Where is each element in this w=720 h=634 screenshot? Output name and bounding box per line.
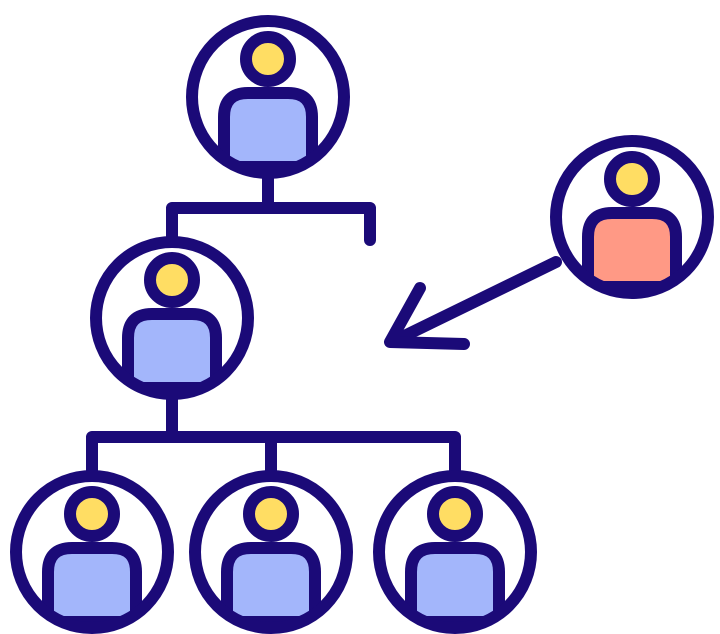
person-body <box>221 542 321 628</box>
avatar-ring <box>550 135 714 299</box>
person-body <box>582 207 682 293</box>
person-top-icon <box>186 15 350 179</box>
avatar-ring <box>10 470 174 634</box>
connector-bottom <box>86 392 461 478</box>
person-body <box>218 87 318 173</box>
person-head <box>240 31 296 87</box>
arrow-head-icon <box>384 282 470 350</box>
avatar-ring <box>189 470 353 634</box>
person-bottom-3-icon <box>373 470 537 634</box>
arrow-shaft <box>386 256 562 348</box>
avatar-ring <box>373 470 537 634</box>
person-bottom-1-icon <box>10 470 174 634</box>
avatar-ring <box>186 15 350 179</box>
avatar-ring <box>90 236 254 400</box>
person-head <box>243 486 299 542</box>
person-middle-icon <box>90 236 254 400</box>
person-new-member-icon <box>550 135 714 299</box>
person-head <box>144 252 200 308</box>
person-bottom-2-icon <box>189 470 353 634</box>
connector-lines <box>86 169 562 478</box>
person-head <box>64 486 120 542</box>
person-body <box>122 308 222 394</box>
connector-top <box>166 169 376 246</box>
person-body <box>405 542 505 628</box>
person-head <box>427 486 483 542</box>
person-head <box>604 151 660 207</box>
person-body <box>42 542 142 628</box>
